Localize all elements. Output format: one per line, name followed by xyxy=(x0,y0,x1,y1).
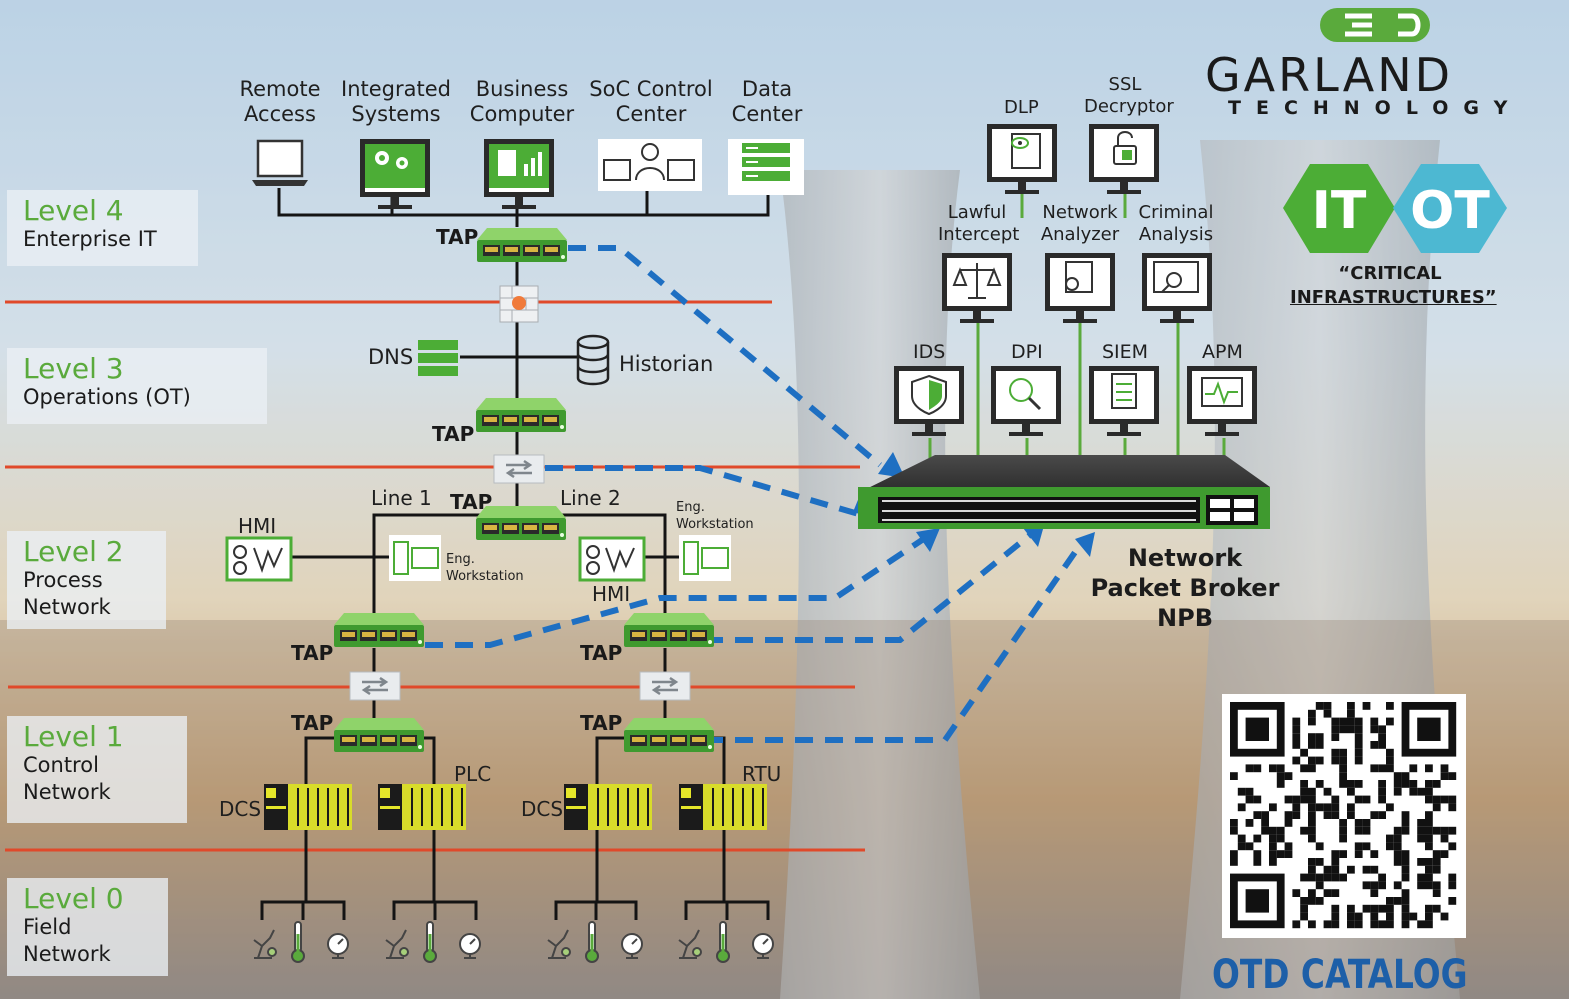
level-2-desc-1: Process xyxy=(23,568,103,592)
level-0-desc-2: Network xyxy=(23,942,111,966)
hmi-label-left: HMI xyxy=(238,514,277,538)
qr-modules xyxy=(1230,702,1457,929)
soc-control-center-label: SoC Control Center xyxy=(588,77,714,127)
level-4-desc: Enterprise IT xyxy=(23,227,157,251)
level-1-box: Level 1 Control Network xyxy=(7,716,187,823)
tap-label-l1-left: TAP xyxy=(291,711,334,735)
tap-label-l1-right: TAP xyxy=(580,711,623,735)
plc-label: PLC xyxy=(454,762,492,786)
soc-control-line2: Center xyxy=(615,102,687,126)
siem-label: SIEM xyxy=(1102,341,1149,363)
level-0-name: Level 0 xyxy=(23,882,124,915)
network-analyzer-label: Network Analyzer xyxy=(1040,202,1120,246)
integrated-systems-line1: Integrated xyxy=(341,77,451,101)
soc-control-line1: SoC Control xyxy=(589,77,713,101)
eng-ws-left-line2: Workstation xyxy=(446,569,524,584)
dpi-label: DPI xyxy=(1011,341,1043,363)
data-center-line2: Center xyxy=(731,102,803,126)
criminal-line2: Analysis xyxy=(1138,224,1214,245)
business-computer-line1: Business xyxy=(475,77,569,101)
level-2-box: Level 2 Process Network xyxy=(7,531,166,629)
analyzer-line2: Analyzer xyxy=(1040,224,1120,245)
remote-access-label: Remote Access xyxy=(232,77,328,127)
tap-label-l3: TAP xyxy=(432,422,475,446)
tap-label-l2-right: TAP xyxy=(580,641,623,665)
remote-access-line1: Remote xyxy=(239,77,321,101)
eng-ws-right-line1: Eng. xyxy=(676,500,705,515)
integrated-systems-label: Integrated Systems xyxy=(338,77,454,127)
ssl-decryptor-label: SSL Decryptor xyxy=(1084,74,1174,118)
lawful-line1: Lawful xyxy=(947,202,1007,223)
dlp-label: DLP xyxy=(1004,97,1039,118)
level-0-desc-1: Field xyxy=(23,915,72,939)
dcs-label-right: DCS xyxy=(521,797,564,821)
tap-label-l2: TAP xyxy=(450,490,493,514)
ssl-line1: SSL xyxy=(1108,74,1142,95)
line-2-label: Line 2 xyxy=(560,486,621,510)
level-1-desc-2: Network xyxy=(23,780,111,804)
level-0-box: Level 0 Field Network xyxy=(7,878,168,976)
hmi-label-right: HMI xyxy=(592,582,631,606)
lawful-intercept-label: Lawful Intercept xyxy=(938,202,1020,246)
level-2-name: Level 2 xyxy=(23,535,124,568)
level-2-desc-2: Network xyxy=(23,595,111,619)
npb-line2: Packet Broker xyxy=(1090,574,1280,602)
business-computer-line2: Computer xyxy=(469,102,575,126)
eng-ws-left-line1: Eng. xyxy=(446,552,475,567)
dns-label: DNS xyxy=(368,345,414,369)
npb-line3: NPB xyxy=(1157,604,1213,632)
integrated-systems-line2: Systems xyxy=(351,102,441,126)
criminal-line1: Criminal xyxy=(1138,202,1214,223)
ssl-line2: Decryptor xyxy=(1084,96,1174,117)
caption-line1: “CRITICAL xyxy=(1338,263,1442,284)
critical-infrastructures-caption: “CRITICAL INFRASTRUCTURES” xyxy=(1290,262,1497,310)
historian-label: Historian xyxy=(619,352,714,376)
tap-label-l2-left: TAP xyxy=(291,641,334,665)
tap-label-l4: TAP xyxy=(436,225,479,249)
level-4-name: Level 4 xyxy=(23,194,124,227)
apm-label: APM xyxy=(1202,341,1243,363)
it-badge-text: IT xyxy=(1312,181,1367,241)
level-4-box: Level 4 Enterprise IT xyxy=(7,190,198,266)
level-3-box: Level 3 Operations (OT) xyxy=(7,348,267,424)
npb-label: Network Packet Broker NPB xyxy=(1090,543,1280,633)
criminal-analysis-label: Criminal Analysis xyxy=(1136,202,1216,246)
eng-ws-right-line2: Workstation xyxy=(676,517,754,532)
eng-workstation-left-label: Eng. Workstation xyxy=(446,551,524,585)
caption-line2: INFRASTRUCTURES” xyxy=(1290,287,1497,308)
data-center-label: Data Center xyxy=(724,77,810,127)
garland-tagline: TECHNOLOGY xyxy=(1228,97,1523,119)
level-3-name: Level 3 xyxy=(23,352,124,385)
otd-catalog-label[interactable]: OTD CATALOG xyxy=(1212,952,1468,998)
dcs-label-left: DCS xyxy=(219,797,262,821)
level-3-desc: Operations (OT) xyxy=(23,385,191,409)
remote-access-line2: Access xyxy=(244,102,316,126)
ids-label: IDS xyxy=(913,341,946,363)
npb-line1: Network xyxy=(1127,544,1243,572)
rtu-label: RTU xyxy=(742,762,782,786)
eng-workstation-right-label: Eng. Workstation xyxy=(676,499,754,533)
analyzer-line1: Network xyxy=(1042,202,1118,223)
line-1-label: Line 1 xyxy=(371,486,432,510)
level-1-name: Level 1 xyxy=(23,720,124,753)
data-center-line1: Data xyxy=(741,77,793,101)
ot-badge-text: OT xyxy=(1410,181,1490,241)
level-1-desc-1: Control xyxy=(23,753,99,777)
business-computer-label: Business Computer xyxy=(466,77,578,127)
lawful-line2: Intercept xyxy=(938,224,1020,245)
garland-logo-text: GARLAND xyxy=(1205,48,1454,102)
